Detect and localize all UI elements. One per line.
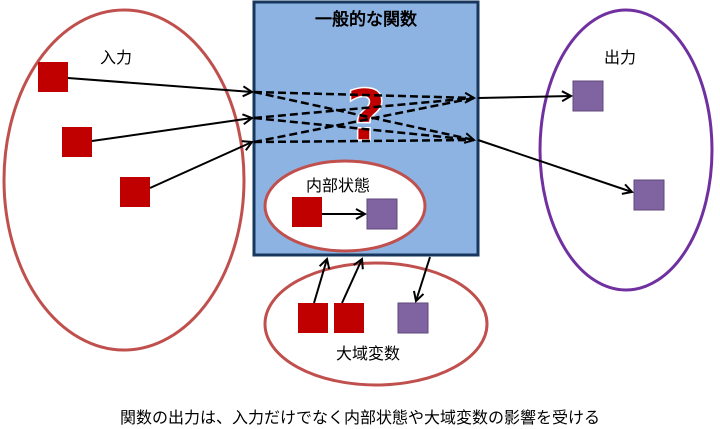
global-output-square: [397, 302, 429, 334]
output-ellipse: [538, 8, 714, 292]
output-label: 出力: [604, 48, 636, 67]
input-arrows: [67, 77, 252, 189]
caption: 関数の出力は、入力だけでなく内部状態や大域変数の影響を受ける: [120, 408, 600, 427]
output-square-2: [633, 179, 665, 211]
output-arrows: [477, 96, 632, 192]
dashed-mappings: [253, 90, 474, 142]
input-square-3: [120, 177, 150, 207]
function-title: 一般的な関数: [315, 9, 418, 30]
internal-output-square: [366, 198, 398, 230]
internal-state-label: 内部状態: [306, 176, 370, 195]
global-variables-ellipse: [263, 261, 489, 387]
internal-state-ellipse: [263, 159, 427, 253]
output-square-1: [572, 80, 604, 112]
global-variables-label: 大域変数: [336, 344, 400, 363]
global-input-square-2: [334, 303, 364, 333]
internal-input-square: [292, 197, 322, 227]
input-square-2: [62, 127, 92, 157]
input-square-1: [38, 62, 68, 92]
global-arrows: [313, 256, 431, 304]
global-input-square-1: [298, 303, 328, 333]
input-label: 入力: [100, 48, 132, 67]
